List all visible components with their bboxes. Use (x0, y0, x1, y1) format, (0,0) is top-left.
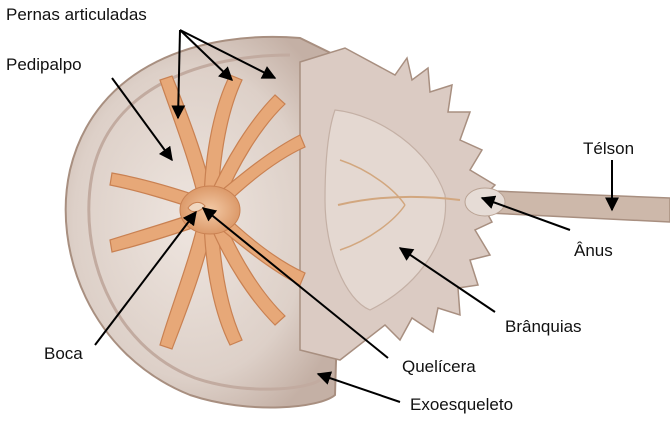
label-chelicera: Quelícera (402, 358, 476, 375)
label-anus: Ânus (574, 242, 613, 259)
label-telson: Télson (583, 140, 634, 157)
label-exoskeleton: Exoesqueleto (410, 396, 513, 413)
mouth-area (180, 186, 240, 234)
label-mouth: Boca (44, 345, 83, 362)
label-pedipalp: Pedipalpo (6, 56, 82, 73)
label-walking-legs: Pernas articuladas (6, 6, 147, 23)
label-gills: Brânquias (505, 318, 582, 335)
anus-area (465, 188, 505, 216)
